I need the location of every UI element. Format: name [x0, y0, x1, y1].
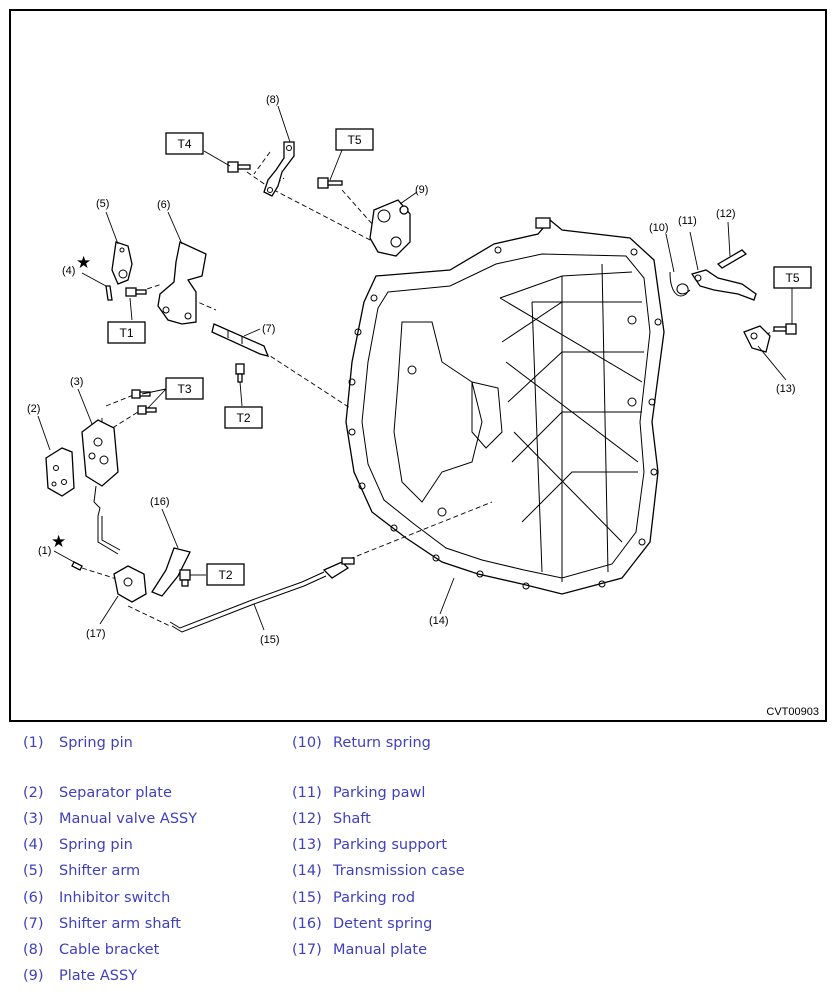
svg-text:T1: T1 [119, 326, 133, 340]
legend-item: (17)Manual plate [292, 942, 428, 958]
exploded-parts-diagram: T4 T5 T1 T2 T3 T2 T5 ★ ★ ( [9, 9, 827, 722]
inhibitor-switch [157, 241, 207, 325]
spring-pin-1 [71, 561, 83, 571]
manual-plate [113, 565, 147, 603]
legend-item: (5)Shifter arm [23, 863, 141, 879]
torque-label-t2-upper: T2 [224, 406, 263, 429]
detent-spring [151, 547, 191, 597]
callout-14: (14) [429, 615, 449, 627]
shifter-arm-shaft [211, 323, 270, 357]
parking-support [743, 325, 771, 353]
detent-rod [97, 516, 121, 555]
bolt-t5-top [317, 177, 343, 189]
callout-17: (17) [86, 628, 106, 640]
svg-text:T5: T5 [347, 133, 361, 147]
manual-valve-assy [81, 419, 119, 517]
separator-plate [45, 447, 75, 497]
callout-15: (15) [260, 634, 280, 646]
bolt-t5-right [773, 323, 797, 335]
callout-9: (9) [415, 184, 428, 196]
legend-item: (3)Manual valve ASSY [23, 811, 198, 827]
legend-item: (9)Plate ASSY [23, 968, 138, 984]
return-spring [669, 271, 691, 297]
callout-numbers: (8) (9) (5) (6) (4) (7) (3) (2) (16) (1)… [27, 94, 796, 646]
callout-6: (6) [157, 199, 170, 211]
legend-item: (7)Shifter arm shaft [23, 916, 181, 932]
callout-8: (8) [266, 94, 279, 106]
callout-5: (5) [96, 198, 109, 210]
svg-text:T5: T5 [785, 271, 799, 285]
callout-1: (1) [38, 545, 51, 557]
callout-11: (11) [678, 215, 697, 227]
callout-16: (16) [150, 496, 170, 508]
parking-rod [169, 557, 355, 633]
legend-item: (13)Parking support [292, 837, 448, 853]
legend-item: (10)Return spring [292, 735, 431, 751]
torque-label-t4: T4 [165, 132, 204, 155]
torque-label-t3: T3 [165, 377, 204, 400]
bolt-t4 [227, 161, 251, 173]
torque-label-t5-top: T5 [335, 128, 374, 151]
torque-label-t1: T1 [107, 321, 146, 344]
star-marker-4: ★ [76, 253, 91, 272]
legend-item: (16)Detent spring [292, 916, 433, 932]
svg-text:T2: T2 [218, 568, 232, 582]
callout-7: (7) [262, 323, 275, 335]
legend-item: (8)Cable bracket [23, 942, 160, 958]
parking-pawl [690, 269, 757, 301]
shifter-arm [111, 241, 133, 285]
callout-2: (2) [27, 403, 40, 415]
torque-label-t5-right: T5 [773, 266, 812, 289]
bolt-t1 [125, 287, 147, 297]
star-marker-1: ★ [51, 532, 66, 551]
callout-12: (12) [716, 208, 736, 220]
svg-text:T3: T3 [177, 382, 191, 396]
legend-item: (1)Spring pin [23, 735, 133, 751]
legend-item: (15)Parking rod [292, 890, 416, 906]
shaft [716, 249, 748, 269]
callout-4: (4) [62, 265, 75, 277]
svg-text:T2: T2 [236, 411, 250, 425]
legend-item: (14)Transmission case [292, 863, 465, 879]
spring-pin-4 [105, 285, 113, 301]
bolt-t2-lower [179, 569, 191, 587]
callout-3: (3) [70, 376, 83, 388]
callout-13: (13) [776, 383, 796, 395]
svg-text:T4: T4 [177, 137, 191, 151]
figure-code: CVT00903 [766, 706, 819, 718]
legend-item: (11)Parking pawl [292, 785, 426, 801]
legend-item: (6)Inhibitor switch [23, 890, 171, 906]
legend-item: (4)Spring pin [23, 837, 133, 853]
diagram-canvas: T4 T5 T1 T2 T3 T2 T5 ★ ★ ( [27, 94, 812, 646]
callout-10: (10) [649, 222, 669, 234]
parts-legend: (1)Spring pin (2)Separator plate (3)Manu… [0, 732, 836, 994]
leader-lines [37, 105, 793, 631]
legend-item: (2)Separator plate [23, 785, 172, 801]
transmission-case [345, 217, 665, 595]
torque-label-t2-lower: T2 [206, 563, 245, 586]
legend-item: (12)Shaft [292, 811, 371, 827]
cable-bracket [263, 141, 295, 197]
bolts-t3 [131, 389, 157, 415]
plate-assy [369, 199, 411, 257]
bolt-t2-upper [235, 363, 245, 383]
